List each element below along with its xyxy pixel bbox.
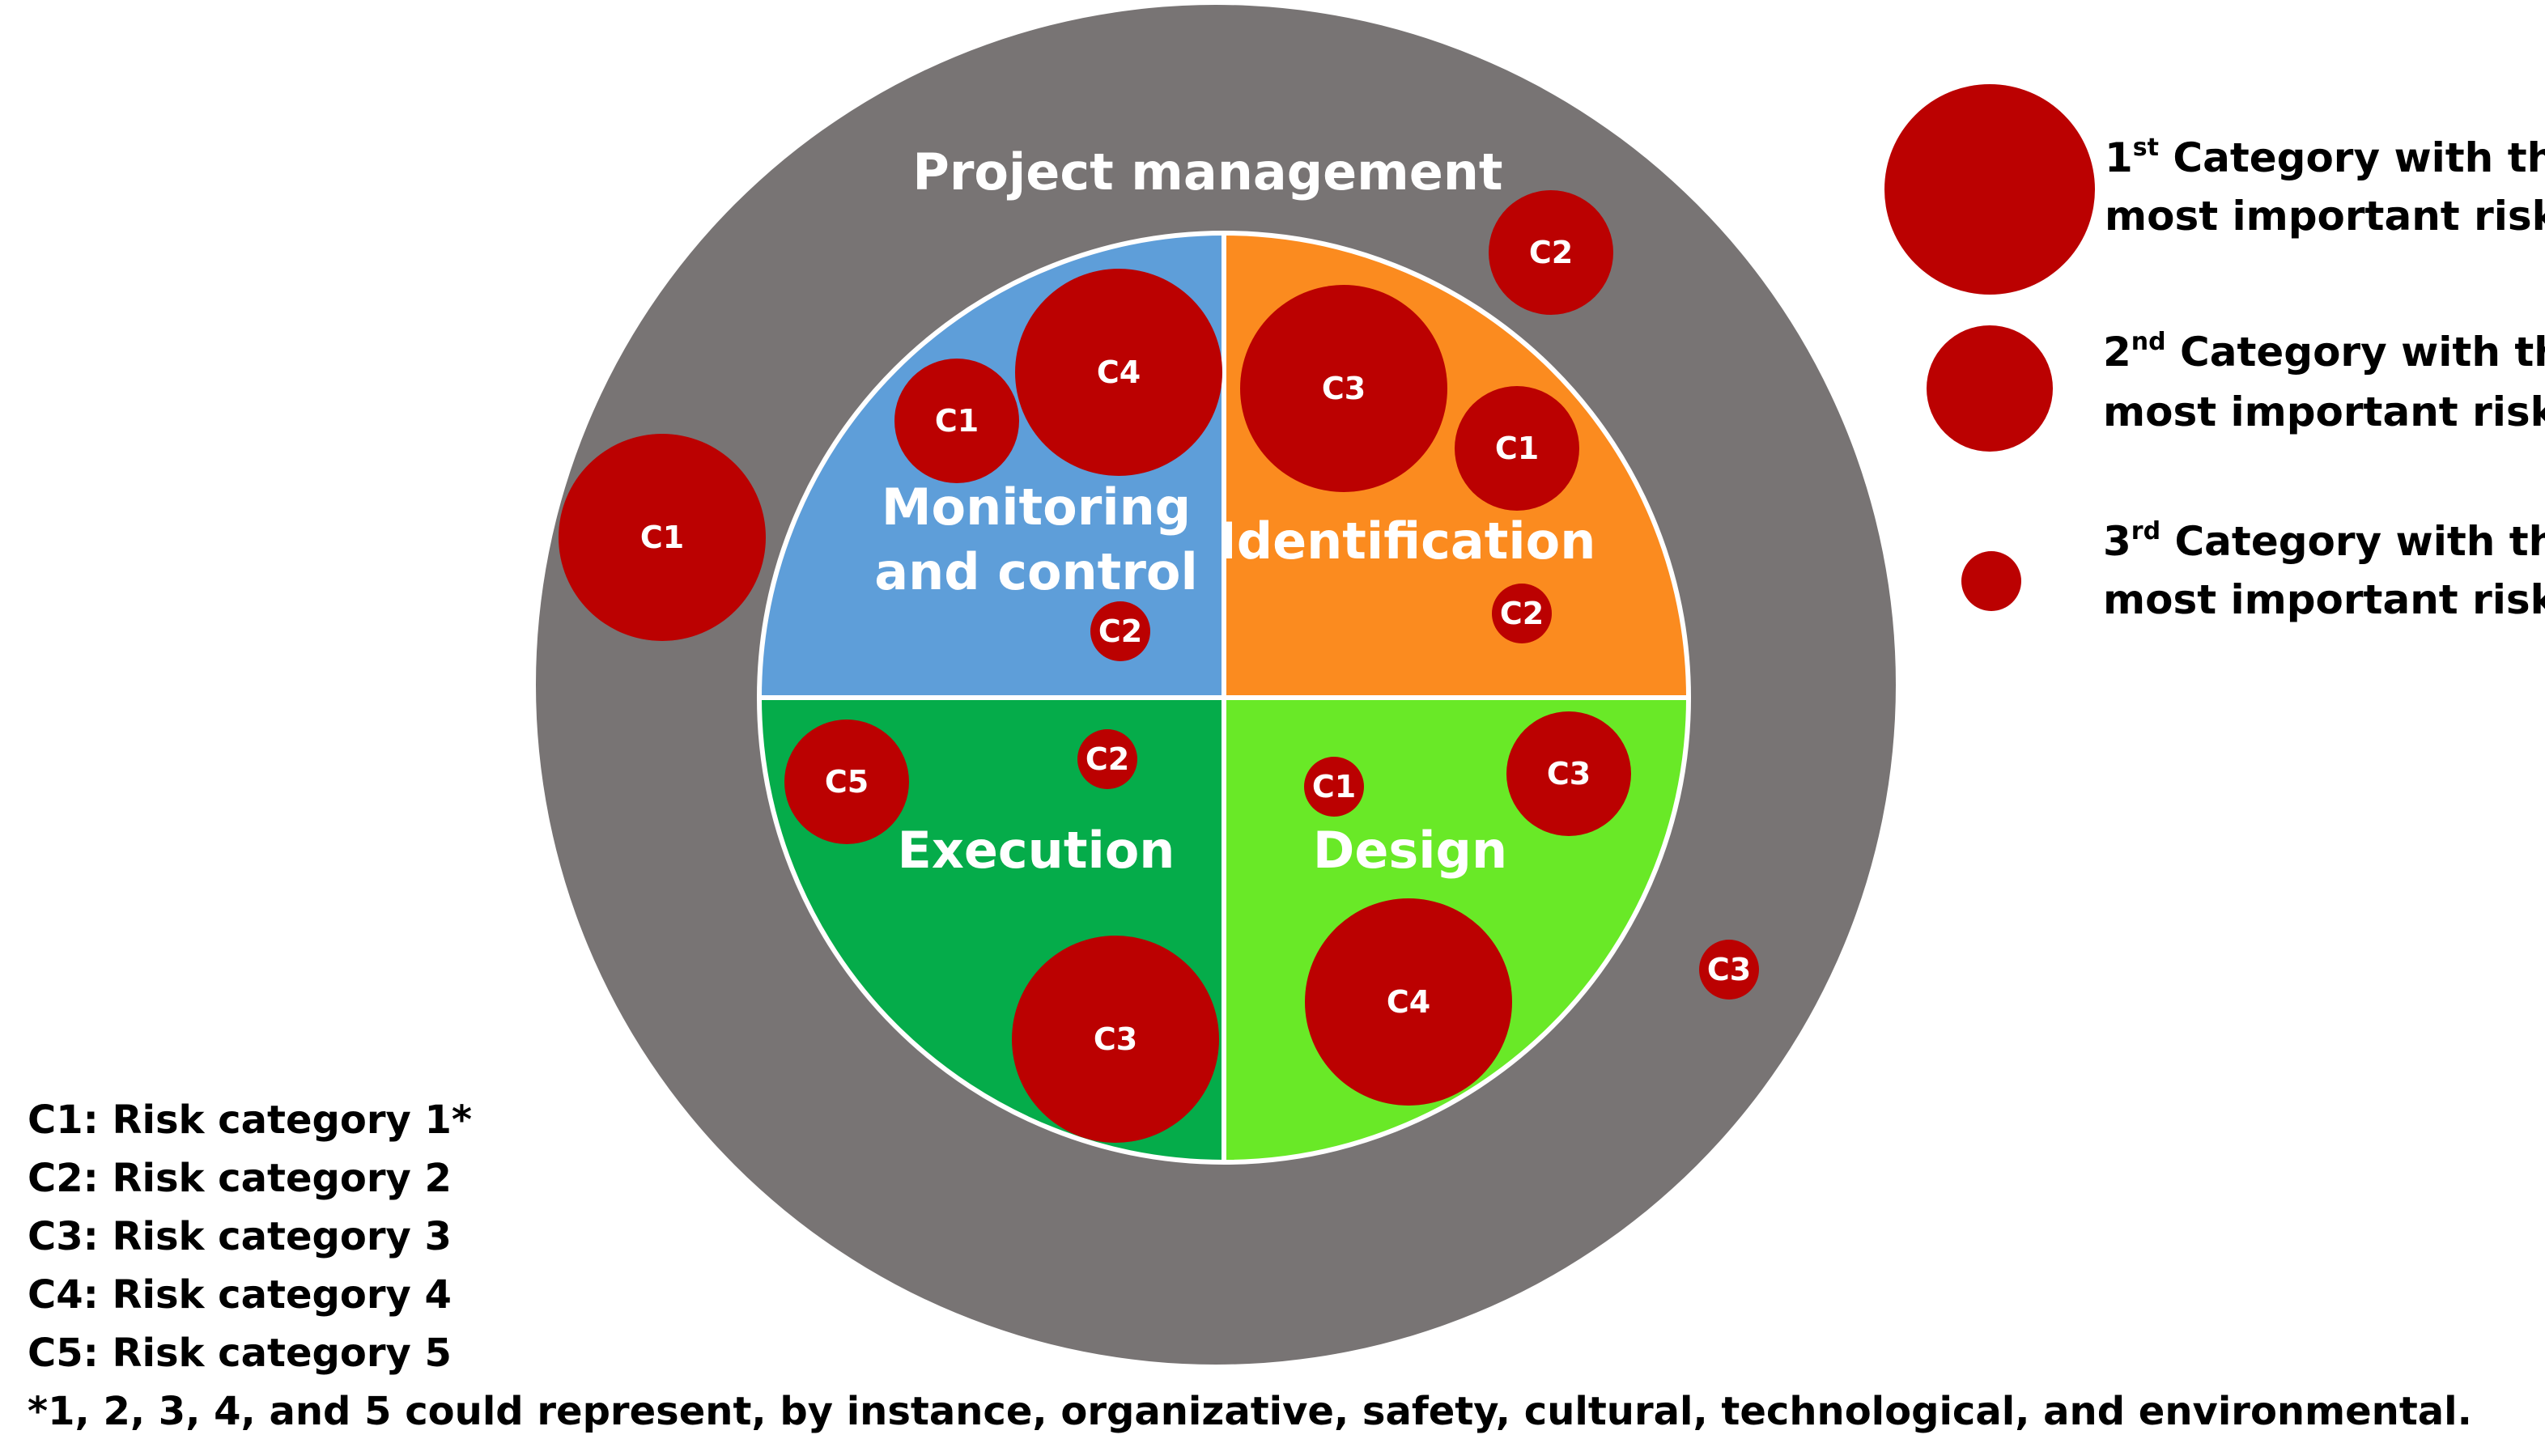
risk-bubble-label: C3: [1322, 371, 1366, 406]
risk-bubble: C5: [784, 720, 909, 844]
risk-bubble-label: C2: [1086, 741, 1129, 777]
key-line: C3: Risk category 3: [28, 1214, 452, 1259]
legend-bubble-tier2: [1927, 325, 2053, 452]
risk-bubble-circle: [559, 434, 766, 641]
risk-bubble: C1: [1304, 757, 1364, 817]
risk-bubble-label: C4: [1387, 984, 1430, 1020]
monitoring-label-line2: and control: [874, 542, 1198, 601]
legend-tier1-line2: most important risks: [2105, 193, 2545, 240]
risk-bubble-circle: [1090, 601, 1150, 661]
risk-bubble-circle: [1699, 940, 1759, 1000]
design-label: Design: [1313, 821, 1507, 880]
execution-label: Execution: [898, 821, 1175, 880]
risk-bubble-circle: [1489, 190, 1613, 315]
risk-bubble: C4: [1305, 898, 1512, 1106]
risk-bubble-label: C1: [640, 520, 684, 555]
risk-bubble-label: C2: [1500, 596, 1544, 631]
risk-bubble: C1: [1455, 386, 1579, 511]
project-management-label: Project management: [912, 142, 1502, 202]
risk-bubble-circle: [1077, 729, 1137, 789]
key-line: C2: Risk category 2: [28, 1156, 452, 1201]
risk-bubble-circle: [1304, 757, 1364, 817]
risk-bubble-label: C1: [1312, 769, 1356, 804]
key-line: C4: Risk category 4: [28, 1272, 452, 1318]
risk-bubble: C3: [1699, 940, 1759, 1000]
risk-bubble-circle: [1492, 584, 1552, 643]
legend-tier3-line2: most important risks: [2103, 576, 2545, 623]
key-line: C1: Risk category 1*: [28, 1097, 472, 1143]
risk-bubble-label: C5: [825, 764, 869, 800]
legend-bubble-tier3: [1961, 551, 2021, 611]
risk-bubble-label: C2: [1529, 235, 1573, 270]
legend-tier2-line2: most important risks: [2103, 388, 2545, 435]
monitoring-label-line1: Monitoring: [882, 478, 1191, 537]
risk-bubble-label: C1: [935, 403, 979, 439]
risk-bubble-label: C4: [1097, 354, 1141, 390]
risk-bubble: C2: [1090, 601, 1150, 661]
key-footnote: *1, 2, 3, 4, and 5 could represent, by i…: [28, 1389, 2472, 1434]
risk-bubble-circle: [1012, 936, 1219, 1143]
risk-bubble: C3: [1012, 936, 1219, 1143]
risk-bubble-label: C2: [1098, 613, 1142, 649]
risk-bubble: C1: [559, 434, 766, 641]
risk-bubble: C2: [1077, 729, 1137, 789]
risk-bubble: C4: [1015, 269, 1222, 476]
risk-bubble: C3: [1240, 285, 1447, 492]
risk-bubble-circle: [1455, 386, 1579, 511]
legend-tier2-line1: 2nd Category with the: [2103, 328, 2545, 376]
risk-bubble-label: C3: [1547, 756, 1591, 792]
risk-bubble-label: C3: [1707, 952, 1751, 987]
risk-bubble-label: C1: [1495, 431, 1539, 466]
risk-bubble-circle: [1015, 269, 1222, 476]
risk-bubble-circle: [894, 359, 1019, 483]
legend-bubble-tier1: [1884, 84, 2095, 295]
inner-circle-outline: [757, 231, 1691, 1165]
risk-bubble-circle: [1240, 285, 1447, 492]
risk-bubble-circle: [1305, 898, 1512, 1106]
identification-label: Identification: [1218, 512, 1596, 571]
risk-bubble-circle: [784, 720, 909, 844]
risk-bubble: C1: [894, 359, 1019, 483]
risk-bubble: C3: [1506, 711, 1631, 836]
key-line: C5: Risk category 5: [28, 1331, 452, 1376]
risk-bubble-label: C3: [1094, 1021, 1137, 1057]
legend-tier3-line1: 3rd Category with the: [2103, 517, 2545, 565]
risk-bubble: C2: [1489, 190, 1613, 315]
risk-bubble-circle: [1506, 711, 1631, 836]
risk-bubble: C2: [1492, 584, 1552, 643]
legend-tier1-line1: 1st Category with the: [2105, 134, 2545, 181]
